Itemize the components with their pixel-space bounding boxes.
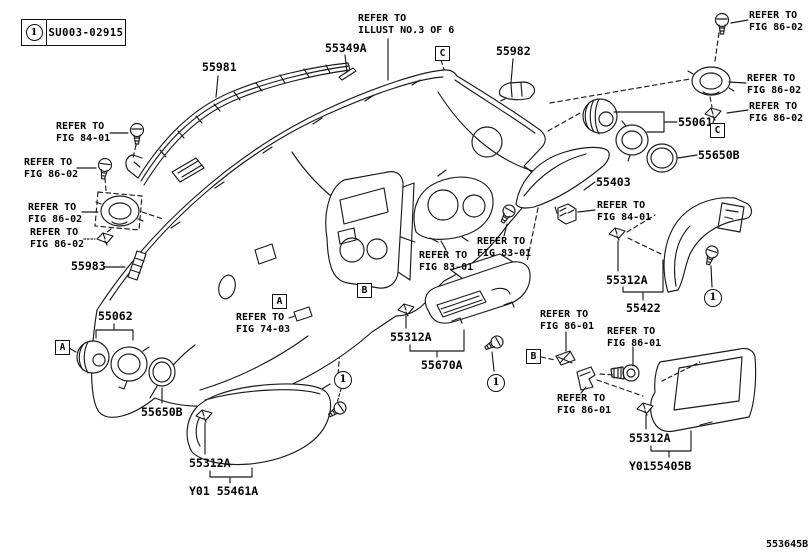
- part-label-55982[interactable]: 55982: [496, 44, 531, 58]
- part-label-55312a-bottom-right[interactable]: 55312A: [629, 431, 671, 445]
- callout-box-c-right: C: [710, 123, 725, 138]
- clip-drawings: [96, 107, 722, 423]
- ref-fig-86-02-left-clip[interactable]: REFER TO FIG 86-02: [30, 227, 85, 250]
- ref-fig-84-01-top-left[interactable]: REFER TO FIG 84-01: [56, 121, 111, 144]
- ref-fig-86-02-left-screw[interactable]: REFER TO FIG 86-02: [24, 157, 79, 180]
- part-label-55650b-right[interactable]: 55650B: [698, 148, 740, 162]
- part-55983-drawing: [127, 250, 147, 281]
- illust-note: REFER TO ILLUST NO.3 OF 6: [358, 13, 455, 36]
- fastener-marker-hood: 1: [334, 371, 352, 389]
- part-label-55422[interactable]: 55422: [626, 301, 661, 315]
- part-55349a-drawing: [338, 67, 357, 81]
- part-55422-drawing: [663, 197, 753, 293]
- callout-box-a-left: A: [55, 340, 70, 355]
- fastener-marker-center: 1: [487, 374, 505, 392]
- part-55670a-drawing: [424, 253, 531, 324]
- fastener-marker-icon: 1: [25, 24, 43, 41]
- part-label-55312a-bottom-left[interactable]: 55312A: [189, 456, 231, 470]
- part-55981-drawing: [125, 62, 351, 186]
- connector-drawing: [557, 203, 577, 225]
- part-label-55062[interactable]: 55062: [98, 309, 133, 323]
- leader-lines: [68, 19, 749, 484]
- right-speaker-grommet-drawing: [687, 66, 735, 96]
- part-label-55403[interactable]: 55403: [596, 175, 631, 189]
- ref-fig-86-01-bracket-a[interactable]: REFER TO FIG 86-01: [540, 309, 595, 332]
- screw-drawings: [97, 12, 730, 418]
- ref-fig-86-02-left-speaker[interactable]: REFER TO FIG 86-02: [28, 202, 83, 225]
- part-label-55349a[interactable]: 55349A: [325, 41, 367, 55]
- side-register-drawing: [582, 98, 678, 173]
- part-55403-drawing: [515, 146, 610, 214]
- fig74-plate-drawing: [293, 306, 313, 322]
- ref-fig-86-01-bracket-b[interactable]: REFER TO FIG 86-01: [557, 393, 612, 416]
- ref-fig-86-01-bolt[interactable]: REFER TO FIG 86-01: [607, 326, 662, 349]
- part-55405b-drawing: [650, 347, 757, 433]
- callout-box-a-panel: A: [272, 294, 287, 309]
- ref-fig-84-01-right[interactable]: REFER TO FIG 84-01: [597, 200, 652, 223]
- part-55982-drawing: [498, 81, 536, 101]
- ref-fig-83-01-screw[interactable]: REFER TO FIG 83-01: [477, 236, 532, 259]
- part-label-55650b-left[interactable]: 55650B: [141, 405, 183, 419]
- part-label-55670a[interactable]: 55670A: [421, 358, 463, 372]
- part-label-55312a-right[interactable]: 55312A: [606, 273, 648, 287]
- legend-box: 1 SU003-02915: [21, 19, 126, 46]
- part-55461a-drawing: [186, 383, 332, 466]
- callout-box-b-bracket: B: [526, 349, 541, 364]
- left-speaker-grommet-drawing: [95, 195, 144, 227]
- part-label-55061[interactable]: 55061: [678, 115, 713, 129]
- part-label-55312a-center[interactable]: 55312A: [390, 330, 432, 344]
- part-55062-drawing: [76, 340, 176, 390]
- legend-marker-cell: 1: [22, 20, 47, 45]
- bolt-drawing: [610, 364, 640, 382]
- callout-box-c-top: C: [435, 46, 450, 61]
- ref-fig-86-02-right-speaker[interactable]: REFER TO FIG 86-02: [747, 73, 802, 96]
- ref-fig-83-01-cluster[interactable]: REFER TO FIG 83-01: [419, 250, 474, 273]
- fig8601-brackets-drawing: [555, 350, 640, 391]
- ref-fig-74-03[interactable]: REFER TO FIG 74-03: [236, 312, 291, 335]
- ref-fig-86-02-right-clip[interactable]: REFER TO FIG 86-02: [749, 101, 804, 124]
- ref-fig-86-02-right-screw[interactable]: REFER TO FIG 86-02: [749, 10, 804, 33]
- fastener-marker-right: 1: [704, 289, 722, 307]
- part-label-55405b[interactable]: Y0155405B: [629, 459, 692, 473]
- page-code: 553645B: [766, 539, 809, 550]
- legend-part-number[interactable]: SU003-02915: [48, 26, 124, 39]
- instrument-panel-drawing: [91, 69, 546, 418]
- part-label-55983[interactable]: 55983: [71, 259, 106, 273]
- part-label-55461a[interactable]: Y01 55461A: [189, 484, 259, 498]
- callout-box-b-panel: B: [357, 283, 372, 298]
- cluster-finish-panel-drawing: [413, 169, 494, 243]
- part-label-55981[interactable]: 55981: [202, 60, 237, 74]
